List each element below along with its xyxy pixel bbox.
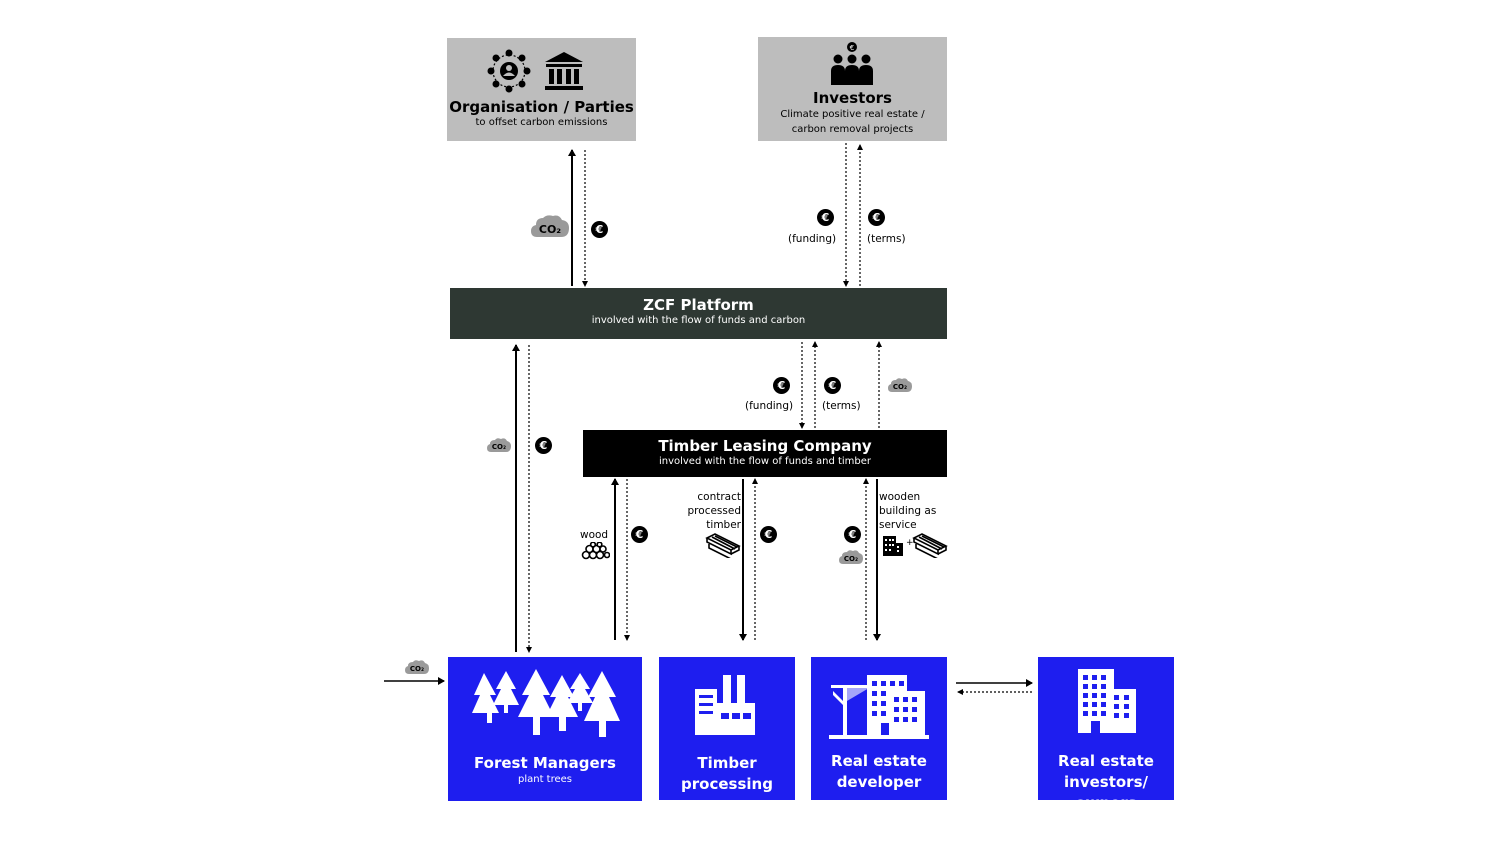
building-icon [883, 536, 903, 556]
euro-icon: € [817, 209, 834, 226]
timber-leasing-box: Timber Leasing Company involved with the… [583, 430, 947, 477]
processed-timber-icon [912, 533, 948, 558]
wood-label: wood [580, 529, 609, 541]
euro-icon: € [773, 377, 790, 394]
terms-label: (terms) [822, 400, 861, 412]
euro-icon: € [868, 209, 885, 226]
co2-label: CO₂ [893, 383, 907, 391]
contract-label: contract processed timber [684, 490, 741, 532]
plus-sign: + [906, 538, 914, 548]
investors-subtitle-line2: carbon removal projects [791, 124, 914, 135]
euro-icon: € [591, 221, 608, 238]
office-building-icon [1078, 669, 1136, 733]
contract-label-line1: contract [697, 491, 741, 503]
zcf-platform-box: ZCF Platform involved with the flow of f… [450, 288, 947, 339]
leasing-title: Timber Leasing Company [658, 437, 872, 455]
wooden-building-line2: building as [879, 505, 937, 517]
real-estate-investors-box: Real estate investors/ owners [1038, 657, 1174, 812]
co2-cloud-icon: CO₂ [531, 215, 569, 237]
organisation-subtitle: to offset carbon emissions [475, 117, 608, 128]
euro-icon: € [535, 437, 552, 454]
forest-title: Forest Managers [474, 754, 616, 772]
trees-icon [472, 669, 620, 737]
bank-icon [545, 52, 583, 90]
co2-label: CO₂ [539, 223, 561, 236]
zcf-title: ZCF Platform [643, 296, 754, 314]
euro-icon: € [631, 526, 648, 543]
organisation-title: Organisation / Parties [449, 98, 634, 116]
wooden-building-line3: service [879, 519, 917, 531]
euro-icon: € [844, 526, 861, 543]
forest-managers-box: Forest Managers plant trees [448, 657, 642, 801]
euro-icon: € [760, 526, 777, 543]
building-construction-icon [829, 675, 929, 739]
leasing-subtitle: involved with the flow of funds and timb… [658, 456, 872, 467]
timber-processing-box: Timber processing company [659, 657, 795, 814]
processing-title-line1: Timber processing [681, 754, 773, 793]
processing-title-line2: company [688, 796, 766, 814]
funding-label: (funding) [788, 233, 837, 245]
real-estate-developer-box: Real estate developer [811, 657, 947, 800]
co2-cloud-icon: CO₂ [487, 438, 511, 452]
terms-label: (terms) [867, 233, 906, 245]
developer-title-line2: developer [836, 773, 922, 791]
co2-cloud-icon: CO₂ [405, 660, 429, 674]
investors-box: € Investors Climate positive real estate… [758, 37, 947, 141]
organisation-box: Organisation / Parties to offset carbon … [447, 38, 636, 141]
wooden-building-line1: wooden [879, 491, 921, 503]
zcf-subtitle: involved with the flow of funds and carb… [591, 315, 806, 326]
network-people-icon [487, 49, 531, 93]
processed-timber-icon [705, 533, 741, 558]
funding-label: (funding) [745, 400, 794, 412]
contract-label-line2: processed [687, 505, 741, 517]
co2-label: CO₂ [844, 555, 858, 563]
wooden-building-label: wooden building as service [879, 490, 936, 532]
co2-cloud-icon: CO₂ [839, 550, 863, 564]
svg-text:€: € [850, 44, 854, 52]
logs-icon [581, 542, 610, 560]
developer-title-line1: Real estate [831, 752, 927, 770]
re-investors-title-line1: Real estate [1058, 752, 1154, 770]
euro-icon: € [824, 377, 841, 394]
factory-icon [695, 675, 755, 735]
investors-title: Investors [813, 89, 892, 107]
co2-cloud-icon: CO₂ [888, 378, 912, 392]
contract-label-line3: timber [706, 519, 741, 531]
co2-label: CO₂ [410, 665, 424, 673]
co2-label: CO₂ [492, 443, 506, 451]
investors-subtitle-line1: Climate positive real estate / [780, 109, 925, 120]
investors-group-icon: € [831, 42, 873, 85]
forest-subtitle: plant trees [517, 774, 573, 785]
re-investors-title-line2: investors/ owners [1064, 773, 1148, 812]
